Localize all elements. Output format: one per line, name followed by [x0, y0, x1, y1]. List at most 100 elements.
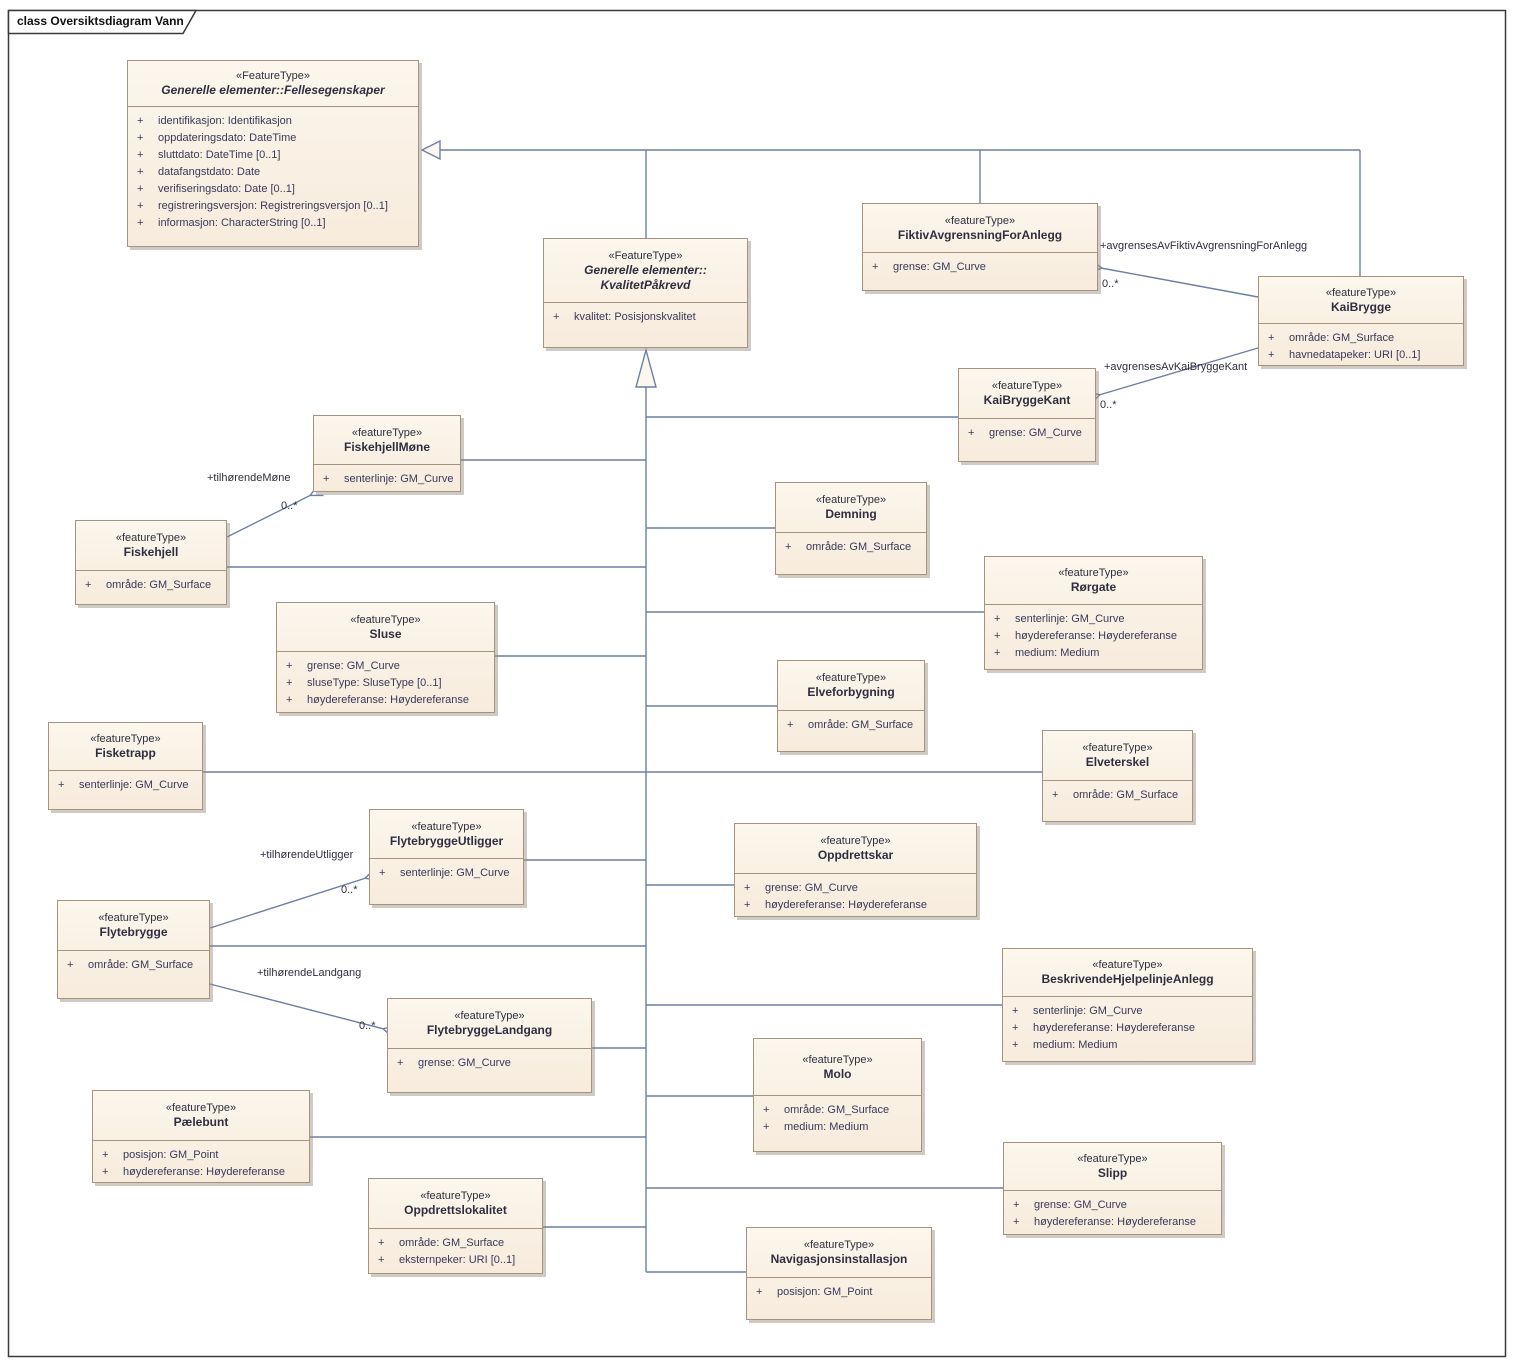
- attribute-text: sluttdato: DateTime [0..1]: [158, 149, 281, 161]
- generalization-triangle-icon: [635, 347, 657, 388]
- stereotype: «featureType»: [944, 214, 1016, 227]
- class-fiskehjell[interactable]: «featureType»Fiskehjell+område: GM_Surfa…: [75, 520, 227, 605]
- role-tilhorendeMone: +tilhørendeMøne: [207, 472, 291, 484]
- attribute-compartment: +område: GM_Surface+medium: Medium: [754, 1096, 921, 1136]
- attribute-text: eksternpeker: URI [0..1]: [399, 1254, 516, 1266]
- attribute-row: +område: GM_Surface: [369, 1235, 542, 1252]
- attribute-text: oppdateringsdato: DateTime: [158, 132, 297, 144]
- stereotype: «featureType»: [90, 733, 161, 745]
- visibility-public-marker: +: [785, 541, 792, 553]
- visibility-public-marker: +: [286, 677, 293, 689]
- attribute-text: høydereferanse: Høydereferanse: [123, 1166, 286, 1178]
- attribute-row: +område: GM_Surface: [1043, 787, 1192, 804]
- visibility-public-marker: +: [137, 217, 144, 229]
- visibility-public-marker: +: [872, 261, 879, 273]
- class-kaibryggekant[interactable]: «featureType»KaiBryggeKant+grense: GM_Cu…: [958, 368, 1096, 462]
- visibility-public-marker: +: [994, 613, 1001, 625]
- attribute-compartment: +grense: GM_Curve: [959, 419, 1095, 442]
- attribute-text: posisjon: GM_Point: [777, 1286, 873, 1298]
- class-name: FiktivAvgrensningForAnlegg: [897, 227, 1063, 242]
- class-elveforbygning[interactable]: «featureType»Elveforbygning+område: GM_S…: [777, 660, 925, 752]
- attribute-row: +medium: Medium: [754, 1119, 921, 1136]
- attribute-row: +grense: GM_Curve: [388, 1055, 591, 1072]
- attribute-row: +område: GM_Surface: [778, 717, 924, 734]
- class-name: Flytebrygge: [99, 925, 168, 939]
- class-header: «featureType»KaiBrygge: [1259, 277, 1463, 324]
- attribute-compartment: +område: GM_Surface + eksternpeker: URI [0…: [369, 1229, 542, 1269]
- class-flytebryggeutligger[interactable]: «featureType»FlytebryggeUtligger+senterl…: [369, 809, 524, 905]
- attribute-row: + informasjon: CharacterString [0..1]: [128, 215, 418, 232]
- class-flytebrygge[interactable]: «featureType»Flytebrygge+område: GM_Surf…: [57, 900, 210, 999]
- class-elveterskel[interactable]: «featureType»Elveterskel+område: GM_Surf…: [1042, 730, 1193, 822]
- class-molo[interactable]: «featureType»Molo+område: GM_Surface+med…: [753, 1038, 922, 1152]
- stereotype: «featureType»: [420, 1190, 491, 1202]
- class-slipp[interactable]: «featureType»Slipp+grense: GM_Curve+høyd…: [1003, 1142, 1222, 1235]
- attribute-compartment: +grense: GM_Curve+høydereferanse: Høyder…: [735, 874, 976, 914]
- attribute-row: +senterlinje: GM_Curve: [1003, 1003, 1252, 1020]
- attribute-text: medium: Medium: [1015, 647, 1100, 659]
- visibility-public-marker: +: [756, 1286, 763, 1298]
- visibility-public-marker: +: [137, 132, 144, 144]
- visibility-public-marker: +: [137, 166, 144, 178]
- attribute-compartment: +senterlinje: GM_Curve: [370, 859, 523, 882]
- attribute-text: grense: GM_Curve: [765, 882, 858, 894]
- visibility-public-marker: +: [968, 427, 975, 439]
- class-navigasjonsinstallasjon[interactable]: «featureType»Navigasjonsinstallasjon + pos…: [746, 1227, 932, 1320]
- class-name: Slipp: [1097, 1166, 1128, 1180]
- attribute-compartment: +senterlinje: GM_Curve: [314, 465, 460, 488]
- class-fiktivavgrensningforanlegg[interactable]: «featureType»FiktivAvgrensningForAnlegg +…: [862, 203, 1098, 291]
- attribute-compartment: +posisjon: GM_Point+høydereferanse: Høyd…: [93, 1141, 309, 1181]
- class-name: Elveterskel: [1085, 755, 1150, 769]
- class-fiskehjellmone[interactable]: «featureType»FiskehjellMøne+senterlinje:…: [313, 415, 461, 492]
- visibility-public-marker: +: [378, 1254, 385, 1266]
- attribute-row: +område: GM_Surface: [58, 957, 209, 974]
- attribute-text: område: GM_Surface: [106, 579, 212, 591]
- class-kvalitetpakrevd[interactable]: «FeatureType»Generelle elementer::Kvalit…: [543, 238, 748, 348]
- attribute-text: område: GM_Surface: [1289, 332, 1395, 344]
- class-fellesegenskaper[interactable]: «FeatureType»Generelle elementer::Felles…: [127, 60, 419, 247]
- class-beskrivendehjelpelinjeanlegg[interactable]: «featureType»BeskrivendeHjelpelinjeAnleg…: [1002, 948, 1253, 1062]
- diagram-frame: [7, 9, 1507, 1358]
- class-name: Molo: [823, 1066, 852, 1081]
- class-header: «featureType»Fisketrapp: [49, 723, 202, 771]
- attribute-text: identifikasjon: Identifikasjon: [158, 115, 292, 127]
- attribute-text: grense: GM_Curve: [307, 660, 400, 672]
- visibility-public-marker: +: [323, 473, 330, 485]
- visibility-public-marker: +: [379, 867, 386, 879]
- stereotype: «featureType»: [350, 613, 421, 626]
- attribute-text: informasjon: CharacterString [0..1]: [158, 217, 326, 229]
- class-sluse[interactable]: «featureType»Sluse+grense: GM_Curve+slus…: [276, 602, 495, 713]
- stereotype: «featureType»: [820, 835, 891, 847]
- class-flytebryggelandgang[interactable]: «featureType»FlytebryggeLandgang+grense:…: [387, 998, 592, 1093]
- attribute-text: medium: Medium: [1033, 1039, 1118, 1051]
- class-rorgate[interactable]: «featureType»Rørgate+senterlinje: GM_Cur…: [984, 556, 1203, 670]
- association-arrow: [1099, 347, 1259, 395]
- class-oppdrettslokalitet[interactable]: «featureType»Oppdrettslokalitet+område: …: [368, 1178, 543, 1274]
- association-arrow: [1101, 268, 1259, 298]
- stereotype: «featureType»: [1077, 1153, 1148, 1165]
- attribute-compartment: + område: GM_Surface: [776, 533, 926, 556]
- class-kaibrygge[interactable]: «featureType»KaiBrygge+område: GM_Surfac…: [1258, 276, 1464, 366]
- attribute-row: +høydereferanse: Høydereferanse: [1004, 1214, 1221, 1231]
- class-header: «FeatureType»Generelle elementer::Felles…: [128, 61, 418, 107]
- attribute-row: +høydereferanse: Høydereferanse: [277, 692, 494, 709]
- visibility-public-marker: +: [763, 1104, 770, 1116]
- attribute-row: +identifikasjon: Identifikasjon: [128, 113, 418, 130]
- attribute-compartment: +område: GM_Surface: [58, 951, 209, 974]
- class-fisketrapp[interactable]: «featureType»Fisketrapp+senterlinje: GM_…: [48, 722, 203, 810]
- attribute-row: +havnedatapeker: URI [0..1]: [1259, 347, 1463, 364]
- class-demning[interactable]: «featureType»Demning+område: GM_Surface: [775, 482, 927, 575]
- class-header: «featureType»Navigasjonsinstallasjon: [747, 1228, 931, 1278]
- visibility-public-marker: +: [286, 694, 293, 706]
- class-paelebunt[interactable]: «featureType»Pælebunt+posisjon: GM_Point…: [92, 1090, 310, 1183]
- association-arrow: [205, 982, 384, 1029]
- attribute-row: +grense: GM_Curve: [735, 880, 976, 897]
- attribute-text: område: GM_Surface: [808, 719, 914, 731]
- visibility-public-marker: +: [1012, 1039, 1019, 1051]
- class-oppdrettskar[interactable]: «featureType»Oppdrettskar+grense: GM_Cur…: [734, 823, 977, 917]
- class-header: «featureType»Pælebunt: [93, 1091, 309, 1141]
- attribute-text: område: GM_Surface: [806, 541, 912, 553]
- visibility-public-marker: +: [102, 1166, 109, 1178]
- attribute-row: +høydereferanse: Høydereferanse: [1003, 1020, 1252, 1037]
